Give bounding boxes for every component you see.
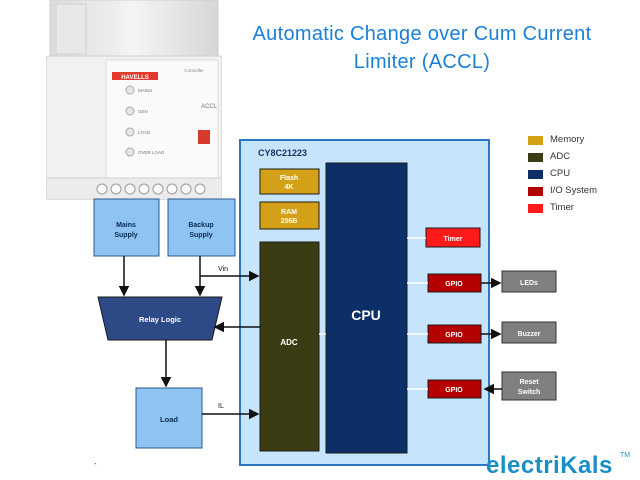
relay-logic-block bbox=[97, 296, 223, 341]
legend-label-memory: Memory bbox=[550, 134, 585, 145]
legend-swatch-io bbox=[528, 187, 543, 196]
brand-badge bbox=[112, 72, 158, 80]
indicator-label-mains: MAINS bbox=[138, 88, 152, 93]
controller-label: Controller bbox=[184, 68, 204, 73]
chip-name: CY8C21223 bbox=[258, 148, 307, 158]
legend-label-cpu: CPU bbox=[550, 168, 571, 179]
legend-label-io-system: I/O System bbox=[550, 185, 597, 196]
indicator-label-overload: OVER LOAD bbox=[138, 150, 165, 155]
stray-mark: ` bbox=[94, 462, 97, 472]
vin-label: Vin bbox=[218, 266, 228, 273]
brand-label: HAVELLS bbox=[121, 75, 149, 81]
gpio-label-2: GPIO bbox=[445, 332, 463, 339]
legend-label-adc: ADC bbox=[550, 151, 571, 162]
gpio-label-3: GPIO bbox=[445, 387, 463, 394]
backup-supply-block bbox=[167, 198, 236, 257]
flash-label: Flash bbox=[280, 175, 298, 182]
accl-device-image: HAVELLS Controller MAINS GEN LOAD OVER L… bbox=[46, 0, 222, 200]
reset-label-2: Switch bbox=[518, 389, 541, 396]
electrikals-logo: electriKals bbox=[486, 452, 613, 479]
cpu-block bbox=[325, 162, 408, 454]
load-block bbox=[135, 387, 203, 449]
backup-label-1: Backup bbox=[188, 222, 213, 229]
indicator-leds bbox=[125, 85, 135, 157]
indicator-label-load: LOAD bbox=[138, 130, 151, 135]
legend-swatch-memory bbox=[528, 136, 543, 145]
adc-label: ADC bbox=[280, 338, 298, 347]
ram-memory-block bbox=[259, 201, 320, 230]
title-line-2: Limiter (ACCL) bbox=[353, 51, 491, 73]
legend-swatch-adc bbox=[528, 153, 543, 162]
flash-size: 4K bbox=[285, 184, 294, 191]
load-label: Load bbox=[160, 415, 178, 424]
cpu-label: CPU bbox=[351, 307, 381, 323]
relay-logic-label: Relay Logic bbox=[139, 315, 181, 324]
mains-label-2: Supply bbox=[114, 232, 137, 239]
gpio-label-1: GPIO bbox=[445, 281, 463, 288]
legend-swatch-timer bbox=[528, 204, 543, 213]
ram-label: RAM bbox=[281, 209, 297, 216]
mains-label-1: Mains bbox=[116, 222, 136, 229]
logo-trademark: TM bbox=[620, 452, 631, 459]
il-label: IL bbox=[218, 403, 224, 410]
backup-label-2: Supply bbox=[189, 232, 212, 239]
terminal-screws bbox=[96, 183, 206, 195]
leds-label: LEDs bbox=[520, 280, 538, 287]
device-logo bbox=[198, 130, 210, 144]
reset-label-1: Reset bbox=[519, 379, 539, 386]
legend-label-timer: Timer bbox=[550, 202, 574, 213]
ram-size: 256B bbox=[281, 218, 298, 225]
timer-label: Timer bbox=[444, 236, 463, 243]
buzzer-block bbox=[501, 321, 557, 344]
adc-block bbox=[259, 241, 320, 452]
reset-switch-block bbox=[501, 371, 557, 401]
mains-supply-block bbox=[93, 198, 160, 257]
indicator-label-gen: GEN bbox=[138, 109, 148, 114]
leds-block bbox=[501, 270, 557, 293]
diagram-title: Automatic Change over Cum Current Limite… bbox=[222, 20, 622, 76]
device-side-label: ACCL bbox=[201, 104, 218, 110]
title-line-1: Automatic Change over Cum Current bbox=[252, 23, 592, 45]
buzzer-label: Buzzer bbox=[518, 331, 541, 338]
legend-swatch-cpu bbox=[528, 170, 543, 179]
flash-memory-block bbox=[259, 168, 320, 195]
